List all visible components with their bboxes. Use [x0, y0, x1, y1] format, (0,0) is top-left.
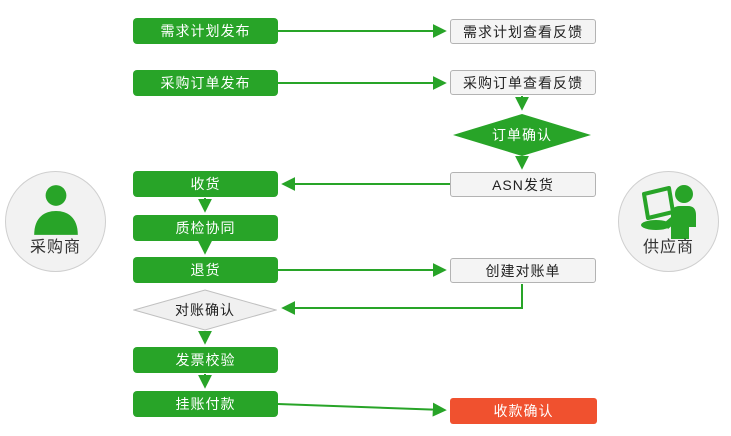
diamond-shape-gray: [133, 289, 277, 331]
buyer-actor: 采购商: [5, 171, 106, 272]
step-demand-plan-publish: 需求计划发布: [133, 18, 278, 44]
step-payment-receipt-confirm: 收款确认: [450, 398, 597, 424]
step-quality-inspection: 质检协同: [133, 215, 278, 241]
supplier-actor: 供应商: [618, 171, 719, 272]
supplier-label: 供应商: [642, 239, 694, 256]
arrow-statement-to-recon: [281, 284, 523, 315]
step-accrual-payment: 挂账付款: [133, 391, 278, 417]
decision-label: 订单确认: [492, 127, 552, 143]
arrow-payment-to-receipt: [277, 402, 447, 417]
step-create-statement: 创建对账单: [450, 258, 596, 283]
step-purchase-order-feedback: 采购订单查看反馈: [450, 70, 596, 95]
person-icon: [33, 185, 78, 235]
buyer-label: 采购商: [29, 239, 81, 256]
step-invoice-verification: 发票校验: [133, 347, 278, 373]
decision-label: 对账确认: [175, 302, 235, 318]
person-laptop-icon: [640, 185, 696, 239]
step-receive-goods: 收货: [133, 171, 278, 197]
decision-order-confirm: 订单确认: [452, 113, 592, 157]
step-asn-shipment: ASN发货: [450, 172, 596, 197]
step-return-goods: 退货: [133, 257, 278, 283]
step-purchase-order-publish: 采购订单发布: [133, 70, 278, 96]
decision-reconciliation-confirm: 对账确认: [133, 289, 277, 331]
diamond-shape-green: [453, 114, 591, 156]
step-demand-plan-feedback: 需求计划查看反馈: [450, 19, 596, 44]
